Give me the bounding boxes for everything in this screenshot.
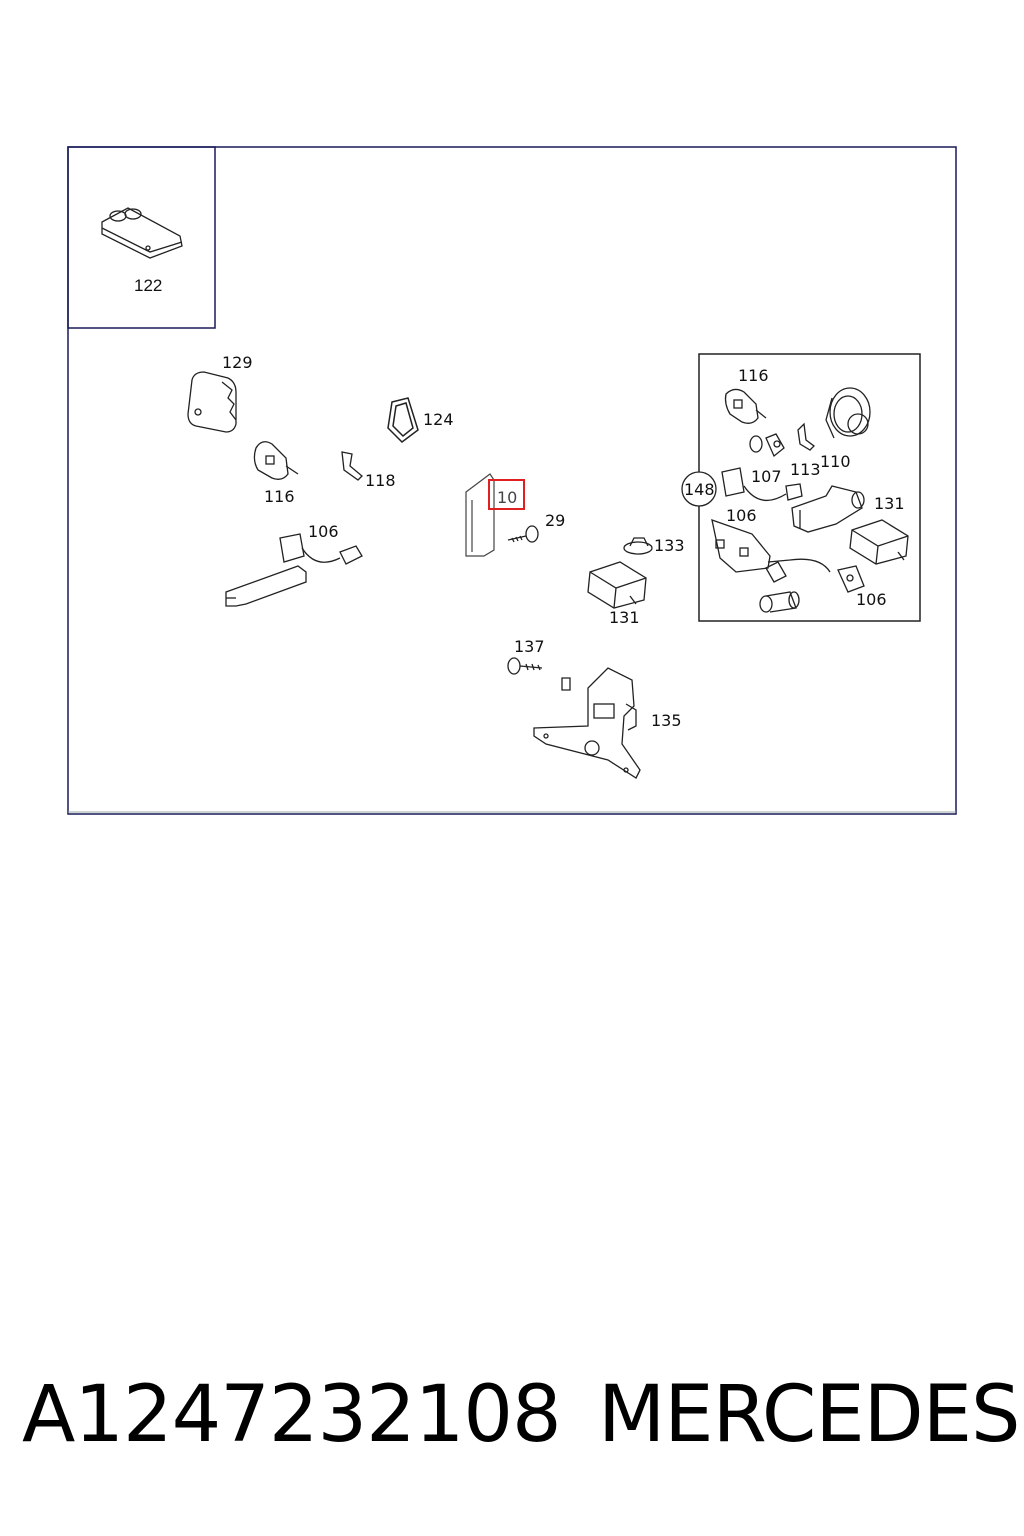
- callout-137: 137: [514, 637, 545, 656]
- part-110-lock-cylinder: [825, 387, 871, 439]
- part-107-rotor: [749, 433, 785, 458]
- part-106-handle-left: [225, 533, 363, 607]
- part-118-clip: [341, 451, 363, 481]
- inset-box-right: [698, 353, 921, 622]
- callout-135: 135: [651, 711, 682, 730]
- part-106-connector-right-upper: [721, 467, 803, 502]
- callout-106-right-upper: 106: [726, 506, 757, 525]
- part-113-spring-clip: [797, 422, 815, 451]
- callout-116-right: 116: [738, 366, 769, 385]
- part-135-bracket: [533, 667, 641, 779]
- part-106-handle-right: [711, 519, 865, 593]
- callout-113: 113: [790, 460, 821, 479]
- callout-124: 124: [423, 410, 454, 429]
- callout-106-left: 106: [308, 522, 339, 541]
- part-29-screw: [507, 525, 539, 543]
- part-116-key-right: [724, 388, 767, 424]
- part-lock-actuator: [791, 485, 865, 533]
- callout-29: 29: [545, 511, 565, 530]
- brand-name: MERCEDES: [598, 1370, 1020, 1460]
- callout-106-right-lower: 106: [856, 590, 887, 609]
- callout-107: 107: [751, 467, 782, 486]
- diagram-frame: [67, 146, 957, 815]
- callout-133: 133: [654, 536, 685, 555]
- callout-129: 129: [222, 353, 253, 372]
- part-cylinder-bottom: [759, 591, 800, 613]
- callout-148: 148: [684, 480, 715, 499]
- callout-131-middle: 131: [609, 608, 640, 627]
- part-137-screw: [507, 657, 543, 675]
- part-116-key-left: [253, 441, 299, 480]
- callout-10: 10: [497, 488, 517, 507]
- parts-diagram: 122 129 124 118 116 106 10: [67, 146, 957, 815]
- callout-116-left: 116: [264, 487, 295, 506]
- callout-122: 122: [134, 276, 162, 295]
- callout-148-circle: [681, 471, 717, 507]
- part-131-module-middle: [587, 561, 647, 609]
- part-131-module-right: [849, 519, 909, 565]
- part-10-bracket: [465, 473, 495, 557]
- part-122-plate: [101, 207, 183, 259]
- part-124-ring: [387, 397, 419, 443]
- caption: A1247232108 MERCEDES: [0, 1370, 1024, 1470]
- part-133-nut: [623, 537, 653, 555]
- callout-10-highlight: [488, 479, 525, 510]
- inset-box-122: [67, 146, 216, 329]
- part-129-cover: [187, 371, 237, 433]
- callout-118: 118: [365, 471, 396, 490]
- callout-110: 110: [820, 452, 851, 471]
- part-number: A1247232108: [22, 1370, 562, 1460]
- callout-131-right: 131: [874, 494, 905, 513]
